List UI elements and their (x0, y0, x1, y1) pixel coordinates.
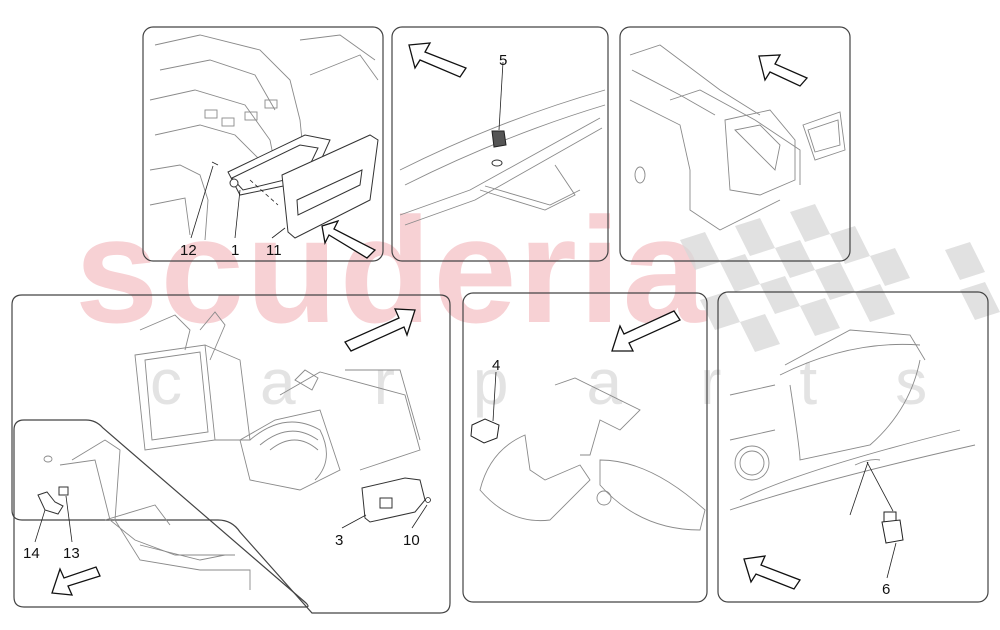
callout-4: 4 (492, 357, 501, 374)
callout-10: 10 (403, 532, 420, 549)
dashboard-top-drawing (399, 89, 606, 226)
sensor-5 (491, 61, 507, 167)
control-module-3 (361, 477, 426, 523)
assembly-guide-line (249, 179, 279, 206)
direction-arrow-rear-vent (758, 54, 809, 87)
screw-10 (425, 497, 431, 503)
leader-line-14 (34, 509, 46, 543)
panel-frame-rear-vent (619, 26, 851, 262)
leader-line-13 (65, 495, 73, 543)
parking-sensor-6 (881, 511, 904, 544)
mirror-cover-drawing (479, 377, 706, 531)
center-console-drawing (629, 44, 846, 231)
leader-line-1 (234, 189, 241, 239)
leader-line-12 (190, 165, 214, 239)
panel-frame-dash-sensor (391, 26, 609, 262)
callout-14: 14 (23, 545, 40, 562)
leader-line-3 (341, 514, 367, 529)
panel-bezel (281, 134, 379, 239)
direction-arrow-mirror-module (611, 310, 681, 352)
callout-12: 12 (180, 242, 197, 259)
callout-5: 5 (499, 52, 508, 69)
callout-1: 1 (231, 242, 240, 259)
leader-line-6b (849, 461, 869, 516)
panel-frame-floor-duct (13, 419, 309, 608)
panel-frame-dashboard-controls (142, 26, 384, 262)
panel-frame-mirror-module (462, 292, 708, 603)
floor-duct-drawing (43, 439, 251, 590)
rear-bumper-drawing (729, 329, 976, 511)
leader-line-4 (492, 371, 497, 422)
leader-line-6 (886, 542, 897, 579)
callout-3: 3 (335, 532, 344, 549)
leader-line-6a (866, 461, 894, 512)
direction-arrow-rear-sensor (743, 555, 801, 590)
callout-6: 6 (882, 581, 891, 598)
leader-line-11 (271, 227, 286, 239)
panel-frame-climate-unit (11, 294, 451, 614)
sensor-13 (58, 486, 69, 496)
direction-arrow-dashboard-controls (321, 219, 377, 259)
callout-13: 13 (63, 545, 80, 562)
module-4 (470, 418, 500, 444)
panel-frame-rear-sensor (717, 291, 989, 603)
dashboard-console-drawing (149, 34, 379, 241)
leader-line-10 (411, 504, 428, 529)
callout-11: 11 (266, 242, 282, 259)
screw-12 (211, 161, 219, 166)
direction-arrow-floor-duct (51, 566, 101, 596)
direction-arrow-climate-unit (344, 308, 416, 352)
direction-arrow-dash-sensor (408, 42, 467, 78)
hvac-unit-drawing (134, 311, 421, 491)
